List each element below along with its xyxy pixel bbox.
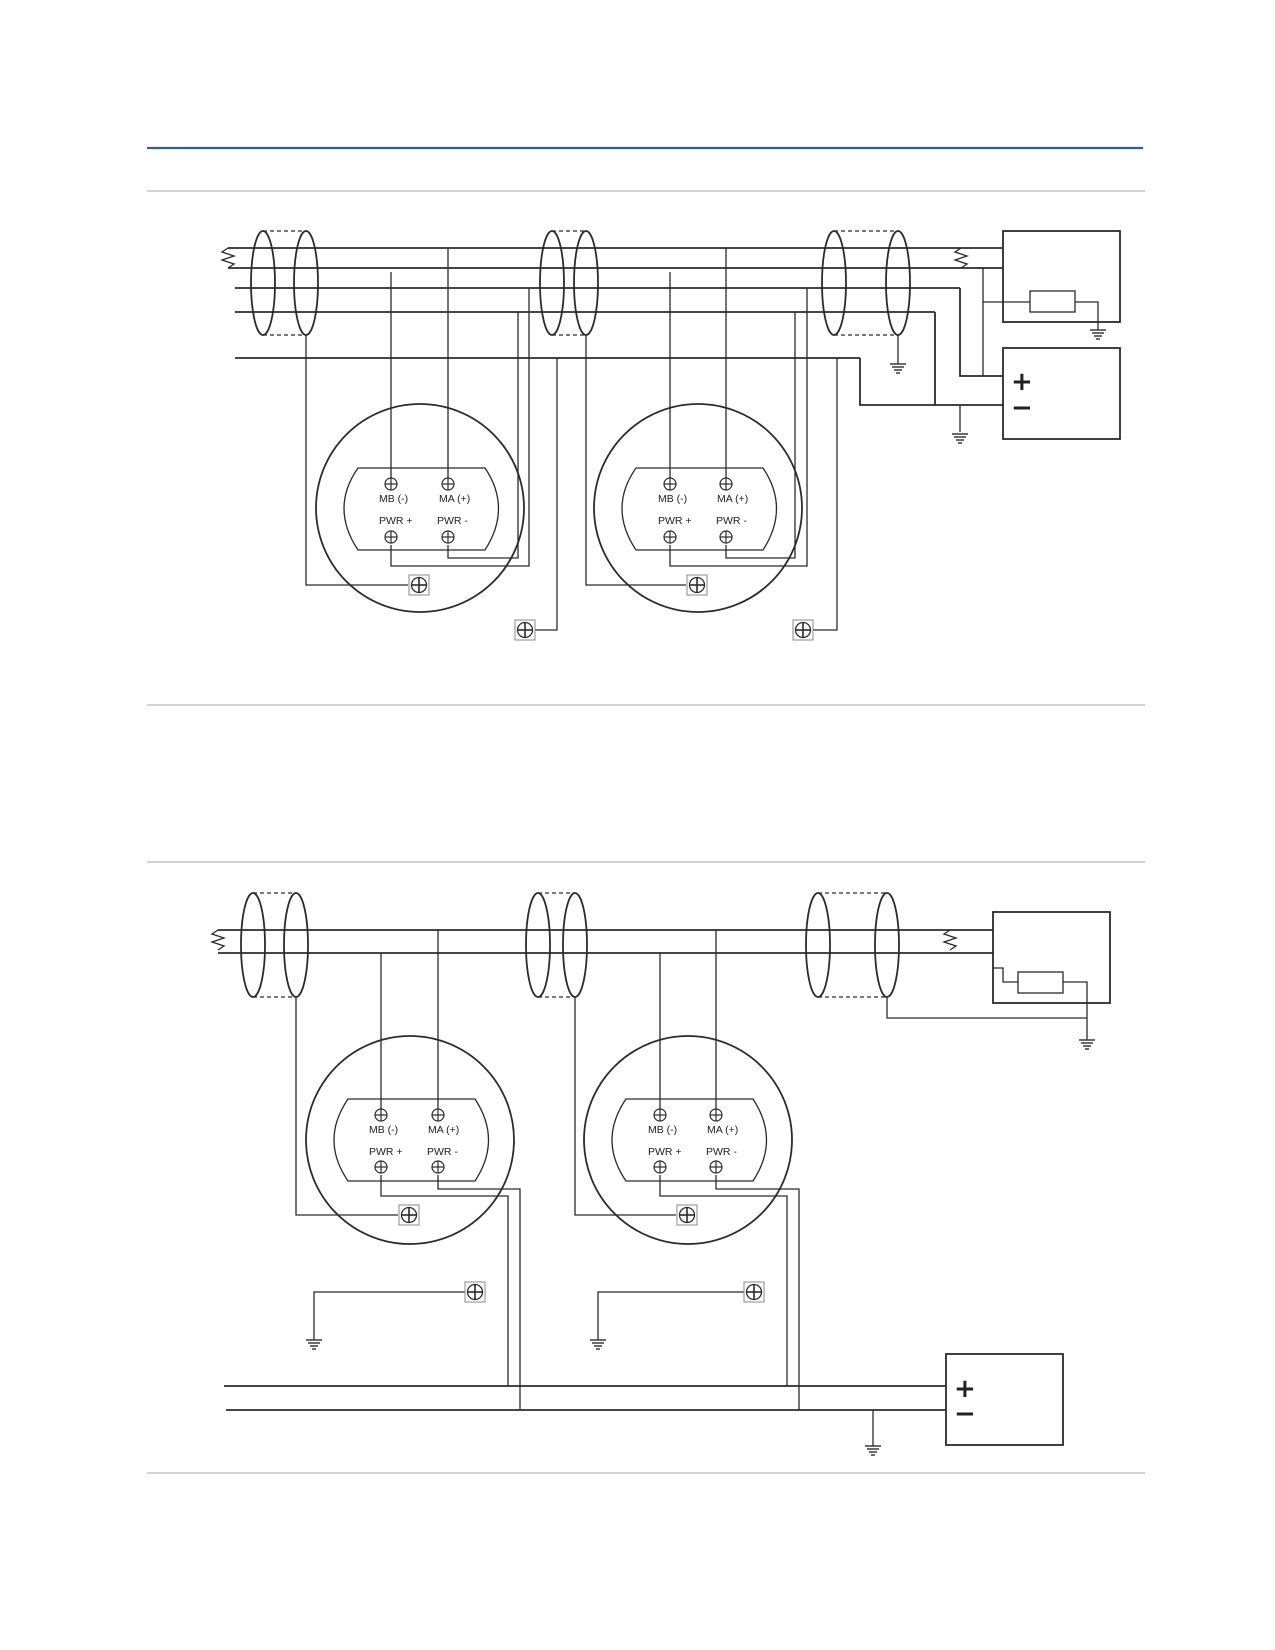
plus-sign: +: [1011, 367, 1033, 397]
detector-1: MB (-) MA (+) PWR + PWR -: [295, 930, 521, 1410]
cable-shield-3: [821, 230, 911, 336]
minus-sign: −: [954, 1399, 976, 1429]
ma-label: MA (+): [707, 1124, 738, 1136]
ground-lug-icon: [464, 1281, 486, 1303]
mb-label: MB (-): [648, 1124, 677, 1136]
detector-1: MB (-) MA (+) PWR + PWR -: [305, 248, 530, 613]
pwr-neg-label: PWR -: [716, 515, 747, 527]
ground-lug-icon: [676, 1204, 698, 1226]
mb-label: MB (-): [369, 1124, 398, 1136]
pwr-pos-label: PWR +: [379, 515, 413, 527]
mb-label: MB (-): [379, 493, 408, 505]
ma-label: MA (+): [717, 493, 748, 505]
ground-lug-icon: [686, 574, 708, 596]
top-wiring-diagram: + − MB (-) MA (+) PWR + PWR -: [219, 230, 1121, 641]
termination-resistor-icon: [219, 247, 237, 269]
mb-label: MB (-): [658, 493, 687, 505]
termination-resistor-icon: [952, 247, 970, 269]
bottom-wiring-diagram: MB (-) MA (+) PWR + PWR - MB (-) MA (+) …: [209, 892, 1111, 1456]
detector-2: MB (-) MA (+) PWR + PWR -: [574, 930, 800, 1410]
minus-sign: −: [1011, 393, 1033, 423]
ground-lug-icon: [408, 574, 430, 596]
resistor-icon: [1029, 290, 1076, 313]
plus-sign: +: [954, 1374, 976, 1404]
power-supply-box: [945, 1353, 1064, 1446]
detector-2: MB (-) MA (+) PWR + PWR -: [585, 248, 808, 613]
pwr-pos-label: PWR +: [658, 515, 692, 527]
pwr-neg-label: PWR -: [706, 1146, 737, 1158]
cable-shield-2: [525, 892, 588, 998]
controller-box: [992, 911, 1111, 1004]
pwr-neg-label: PWR -: [427, 1146, 458, 1158]
resistor-icon: [1017, 971, 1064, 994]
cable-shield-2: [539, 230, 599, 336]
cable-shield-1: [250, 230, 319, 336]
ma-label: MA (+): [428, 1124, 459, 1136]
ground-lug-icon: [743, 1281, 765, 1303]
power-supply-box: [1002, 347, 1121, 440]
termination-resistor-icon: [941, 929, 959, 951]
ma-label: MA (+): [439, 493, 470, 505]
pwr-neg-label: PWR -: [437, 515, 468, 527]
termination-resistor-icon: [209, 929, 227, 951]
ground-lug-icon: [398, 1204, 420, 1226]
pwr-pos-label: PWR +: [369, 1146, 403, 1158]
ground-lug-icon: [792, 619, 814, 641]
cable-shield-3: [805, 892, 900, 998]
controller-box: [1002, 230, 1121, 323]
cable-shield-1: [240, 892, 309, 998]
ground-lug-icon: [514, 619, 536, 641]
pwr-pos-label: PWR +: [648, 1146, 682, 1158]
